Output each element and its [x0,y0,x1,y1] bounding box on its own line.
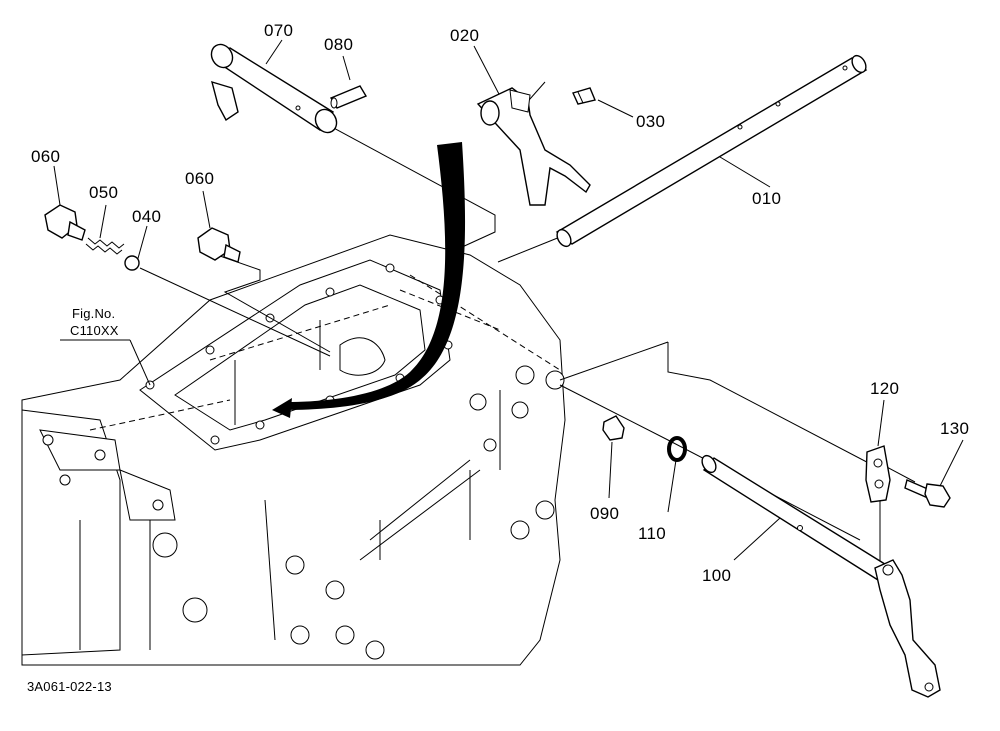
part-label-020: 020 [450,26,480,45]
part-label-060-middle: 060 [185,169,215,188]
leader-lines [53,39,964,568]
part-label-030: 030 [636,112,666,131]
part-label-010: 010 [752,189,782,208]
part-label-090: 090 [590,504,620,523]
part-050-spring [85,237,125,255]
transmission-case [21,234,566,666]
part-label-130: 130 [940,419,970,438]
part-label-080: 080 [324,35,354,54]
part-label-070: 070 [264,21,294,40]
part-label-040: 040 [132,207,162,226]
part-130-bolt [904,479,951,508]
part-110-o-ring [667,436,687,462]
drawing-code: 3A061-022-13 [27,679,112,694]
part-080-pin [329,85,368,109]
part-label-110: 110 [638,524,667,543]
part-030-pin [572,87,596,105]
part-060-plug-middle [197,227,241,263]
part-070-shaft [210,43,338,134]
figure-ref-number: C110XX [70,323,119,338]
part-040-ball [124,255,140,271]
part-060-plug-left [44,204,86,241]
part-label-100: 100 [702,566,732,585]
part-010-shift-rod [555,54,868,248]
part-label-050: 050 [89,183,119,202]
figure-ref-title: Fig.No. [72,306,116,321]
part-090-plug [602,415,625,441]
assembly-arrow [272,142,466,418]
part-100-lever-shaft [701,454,941,698]
part-label-060-left: 060 [31,147,61,166]
part-120-plate [865,445,891,503]
part-label-120: 120 [870,379,900,398]
part-020-shift-fork [476,87,591,206]
